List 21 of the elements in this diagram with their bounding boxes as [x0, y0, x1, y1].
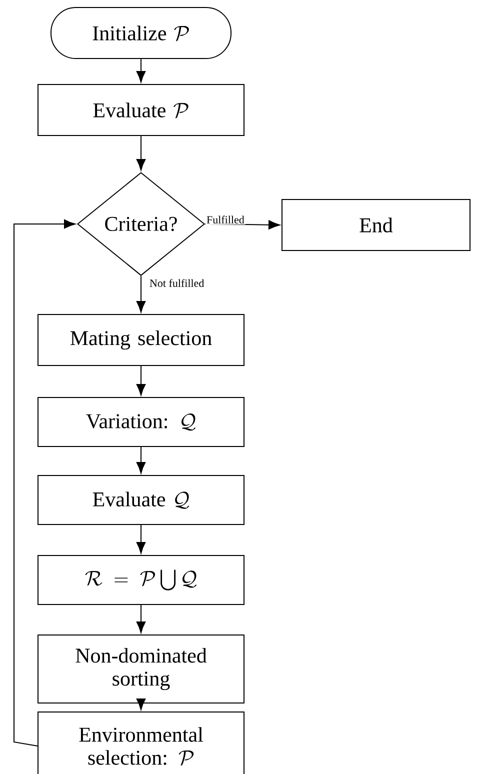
process-box: $\text{Evaluate }\mathcal{P}$ — [38, 84, 244, 136]
arrow — [14, 219, 76, 746]
arrow — [136, 136, 146, 170]
terminal-box: $\text{Initialize }\mathcal{P}$ — [50, 7, 232, 59]
arrow — [136, 698, 146, 710]
arrow — [136, 366, 146, 396]
arrow — [136, 524, 146, 554]
process-box: $\text{Evaluate }\mathcal{Q}$ — [38, 475, 244, 525]
process-box: $\mathcal{R} = \mathcal{P} \bigcup \mathcal{Q}$ — [38, 555, 244, 605]
arrow — [136, 446, 146, 474]
edge-label: Fulfilled — [206, 216, 244, 224]
arrow — [136, 276, 146, 312]
terminal-box: End — [282, 199, 470, 251]
process-box: $\text{Variation: }\mathcal{Q}$ — [38, 397, 244, 447]
arrow — [204, 220, 280, 230]
edge-label: Not fulfilled — [150, 279, 204, 287]
process-box: $\text{Environmental}\allowbreak\ \text{selection: }\mathcal{P}$ — [38, 712, 244, 774]
arrow — [136, 58, 146, 82]
arrow — [136, 604, 146, 633]
process-box: Mating selection — [38, 314, 244, 366]
process-box: Non-dominated sorting — [38, 634, 244, 704]
